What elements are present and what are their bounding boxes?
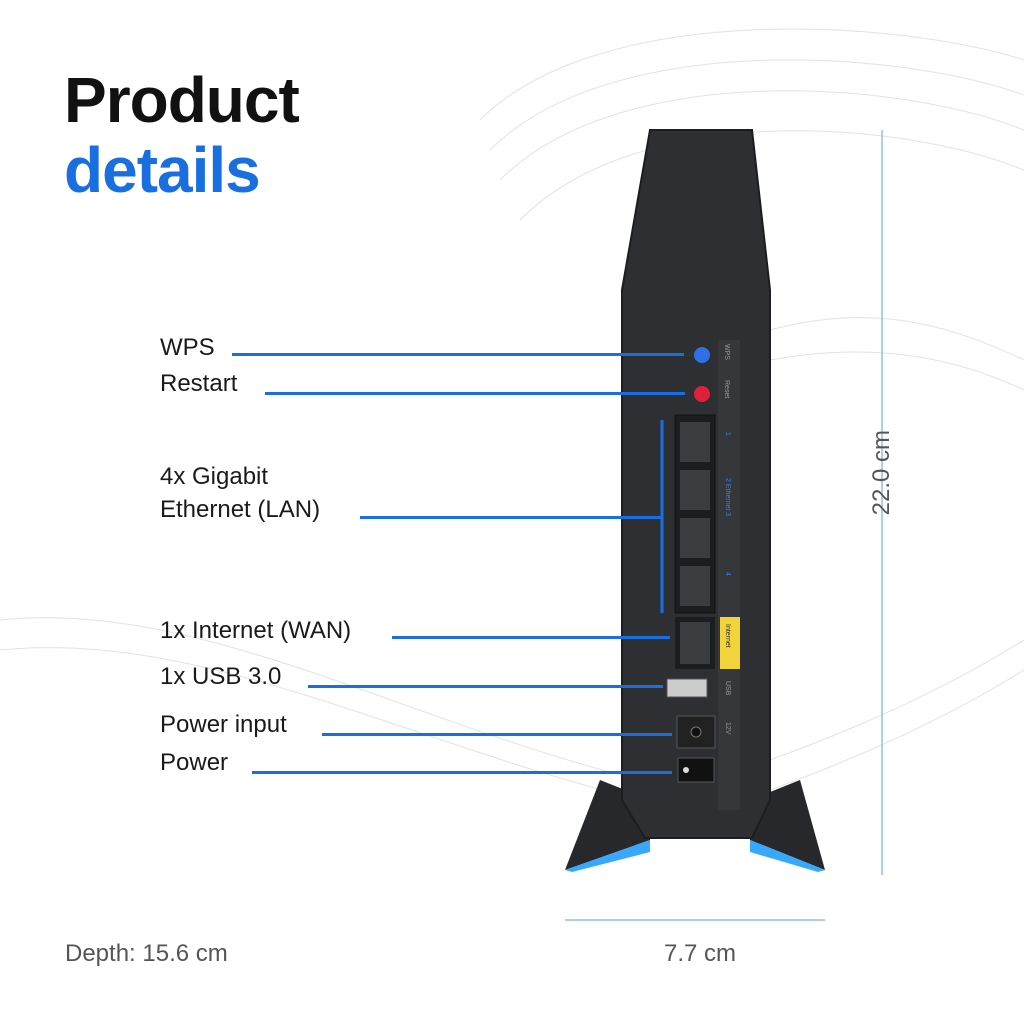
height-dimension: 22.0 cm bbox=[868, 430, 895, 516]
wps-button bbox=[694, 347, 710, 363]
router-label-reset: Reset bbox=[723, 380, 730, 399]
router-label-power: 12V bbox=[724, 722, 731, 735]
router-label-usb: USB bbox=[724, 681, 731, 696]
callout-wps-line bbox=[232, 353, 684, 356]
callout-lan-line1: 4x Gigabit bbox=[160, 463, 269, 490]
wan-port bbox=[680, 622, 710, 664]
internet-label-bg bbox=[720, 617, 740, 669]
callout-power-input: Power input bbox=[160, 711, 287, 738]
callout-restart: Restart bbox=[160, 370, 238, 397]
router-label-port4: 4 bbox=[724, 572, 731, 576]
callout-power-line bbox=[252, 771, 672, 774]
callout-lan-line bbox=[360, 516, 662, 519]
usb-port bbox=[666, 678, 708, 698]
callout-wps: WPS bbox=[160, 334, 215, 361]
width-dimension: 7.7 cm bbox=[663, 940, 737, 967]
lan-ports bbox=[680, 422, 710, 606]
callout-wan-line bbox=[392, 636, 670, 639]
callout-power-input-line bbox=[322, 733, 672, 736]
background-waves bbox=[0, 28, 1024, 801]
title-line2: details bbox=[64, 134, 261, 206]
router-label-internet: Internet bbox=[724, 624, 731, 648]
callout-usb: 1x USB 3.0 bbox=[160, 663, 282, 690]
callout-restart-line bbox=[265, 392, 685, 395]
callout-power: Power bbox=[160, 749, 229, 776]
reset-button bbox=[694, 386, 710, 402]
router-label-wps: WPS bbox=[723, 344, 730, 360]
router-label-ethernet: 2 Ethernet 3 bbox=[724, 478, 731, 517]
title-line1: Product bbox=[64, 64, 300, 136]
callout-usb-line bbox=[308, 685, 663, 688]
callout-lan-line2: Ethernet (LAN) bbox=[160, 496, 321, 523]
callout-wan: 1x Internet (WAN) bbox=[160, 617, 352, 644]
router-label-port1: 1 bbox=[724, 432, 731, 436]
depth-dimension: Depth: 15.6 cm bbox=[65, 940, 228, 967]
